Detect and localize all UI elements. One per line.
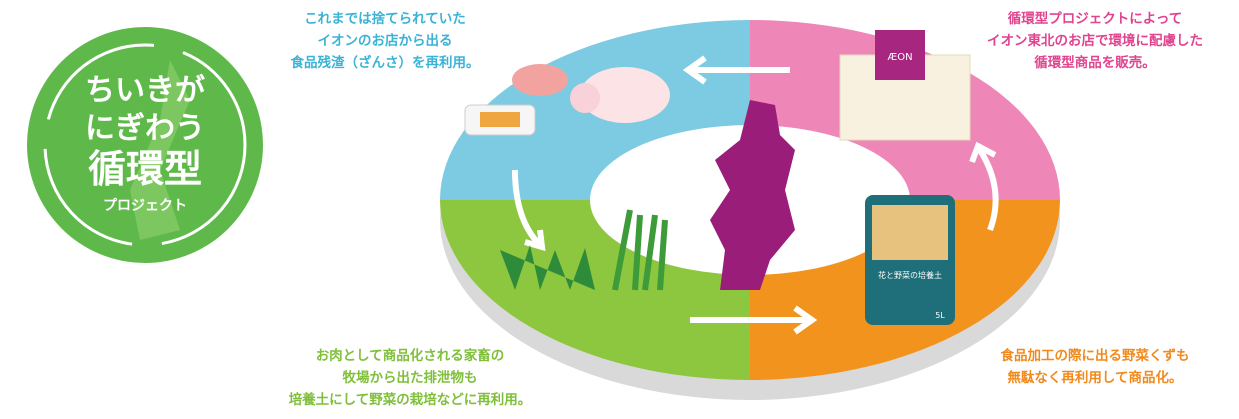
tohoku-silhouette (130, 60, 190, 240)
soil-bag-size: 5L (935, 311, 945, 320)
leek-illustration (612, 209, 668, 291)
caption-line: 循環型プロジェクトによって (1007, 11, 1183, 27)
logo-line1: ちいきが (85, 73, 205, 108)
caption-food-waste: これまでは捨てられていた イオンのお店から出る 食品残渣（ざんさ）を再利用。 (250, 8, 520, 74)
logo-line3: 循環型 (88, 147, 202, 191)
meat-illustration (512, 64, 568, 96)
cycle-ring-diagram: ÆON 花と野菜の培養土 5L (440, 20, 1060, 400)
arrow-down (512, 169, 543, 248)
project-logo: ちいきが にぎわう 循環型 プロジェクト (27, 27, 263, 263)
caption-line: これまでは捨てられていた (304, 11, 466, 27)
arrow-left-head (682, 55, 707, 85)
aeon-cube (875, 30, 925, 80)
arrow-up (977, 148, 999, 232)
pig-head (570, 83, 600, 113)
caption-sales: 循環型プロジェクトによって イオン東北のお店で環境に配慮した 循環型商品を販売。 (950, 8, 1239, 74)
logo-circle (27, 27, 263, 263)
caption-line: 循環型商品を販売。 (1034, 55, 1156, 71)
tohoku-map (710, 100, 795, 290)
logo-line4: プロジェクト (103, 198, 187, 214)
logo-line2: にぎわう (85, 111, 205, 146)
soil-bag-title: 花と野菜の培養土 (878, 270, 942, 280)
caption-line: お肉として商品化される家畜の (315, 348, 505, 364)
arrow-down-head (524, 229, 546, 252)
caption-line: 培養土にして野菜の栽培などに再利用。 (288, 392, 532, 408)
caption-line: 食品加工の際に出る野菜くずも (1000, 348, 1190, 364)
fried-food (480, 112, 520, 127)
caption-livestock: お肉として商品化される家畜の 牧場から出た排泄物も 培養土にして野菜の栽培などに… (240, 345, 580, 411)
logo-arrow-ring (43, 43, 247, 247)
pig-illustration (580, 67, 670, 123)
caption-line: 無駄なく再利用して商品化。 (1007, 370, 1183, 386)
caption-line: 食品残渣（ざんさ）を再利用。 (290, 55, 480, 71)
caption-vegetable-scraps: 食品加工の際に出る野菜くずも 無駄なく再利用して商品化。 (970, 345, 1220, 389)
grass-illustration (500, 245, 595, 290)
aeon-logo-text: ÆON (887, 52, 912, 63)
soil-bag-photo (872, 205, 948, 260)
arrow-right-head (793, 305, 818, 335)
arrow-up-head (969, 141, 997, 164)
caption-line: イオンのお店から出る (317, 33, 453, 49)
caption-line: 牧場から出た排泄物も (342, 370, 478, 386)
caption-line: イオン東北のお店で環境に配慮した (987, 33, 1203, 49)
